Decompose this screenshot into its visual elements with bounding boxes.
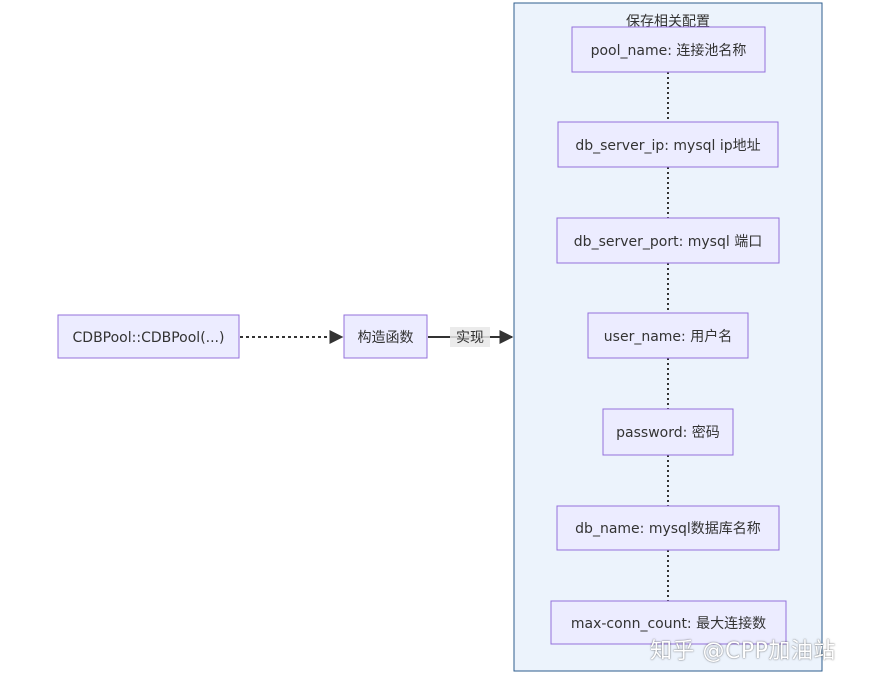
constructor-node-box — [343, 314, 428, 359]
field-node-db-name: db_name: mysql数据库名称 — [556, 505, 780, 551]
field-node-box — [556, 505, 780, 551]
field-node-label: db_server_ip: mysql ip地址 — [575, 138, 760, 154]
source-node-label: CDBPool::CDBPool(...) — [73, 330, 225, 346]
field-node-box — [571, 26, 766, 73]
edge-constructor-to-cluster: 实现 — [428, 327, 514, 347]
field-node-label: pool_name: 连接池名称 — [591, 42, 747, 59]
edge-label-background — [450, 327, 490, 347]
field-node-pool-name: pool_name: 连接池名称 — [571, 26, 766, 73]
field-node-password: password: 密码 — [602, 408, 734, 456]
field-node-label: db_name: mysql数据库名称 — [575, 521, 761, 537]
field-node-label: user_name: 用户名 — [604, 328, 732, 345]
field-node-max-conn-count: max-conn_count: 最大连接数 — [550, 600, 787, 645]
field-node-box — [550, 600, 787, 645]
config-cluster-title: 保存相关配置 — [626, 14, 710, 30]
field-node-label: password: 密码 — [616, 424, 720, 441]
field-node-db-server-port: db_server_port: mysql 端口 — [556, 217, 780, 264]
field-node-label: db_server_port: mysql 端口 — [574, 234, 762, 250]
field-node-db-server-ip: db_server_ip: mysql ip地址 — [557, 121, 779, 168]
field-node-box — [587, 312, 749, 359]
constructor-node-label: 构造函数 — [358, 330, 414, 346]
watermark: 知乎 @CPP加油站 — [650, 639, 836, 664]
source-node: CDBPool::CDBPool(...) — [57, 314, 240, 359]
source-node-box — [57, 314, 240, 359]
field-node-box — [556, 217, 780, 264]
edge-implement-label: 实现 — [456, 330, 484, 346]
field-node-box — [557, 121, 779, 168]
field-node-user-name: user_name: 用户名 — [587, 312, 749, 359]
field-node-box — [602, 408, 734, 456]
field-node-label: max-conn_count: 最大连接数 — [571, 615, 766, 632]
constructor-node: 构造函数 — [343, 314, 428, 359]
